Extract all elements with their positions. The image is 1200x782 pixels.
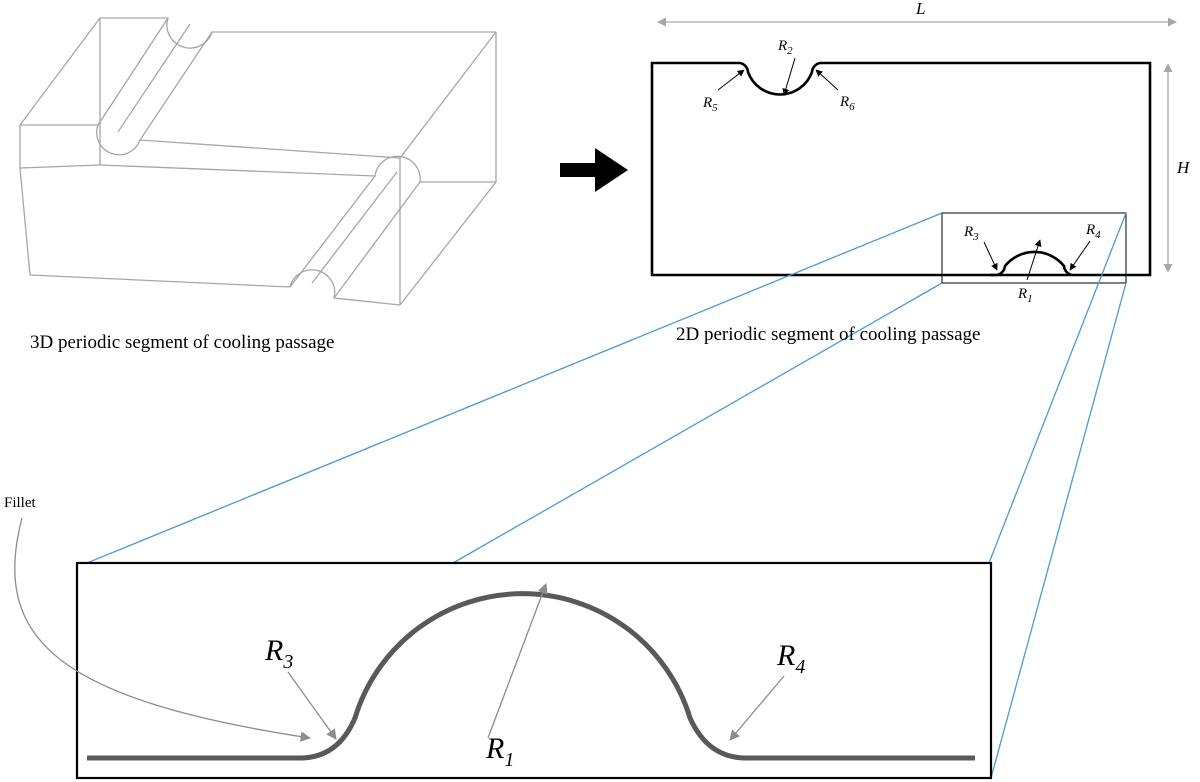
radius-r3-large: R3 bbox=[264, 634, 337, 740]
caption-3d-segment: 3D periodic segment of cooling passage bbox=[30, 332, 334, 353]
radius-r2-arrow bbox=[782, 57, 796, 96]
radius-r3-arrow bbox=[983, 241, 998, 271]
zoomed-rib-profile bbox=[87, 591, 975, 761]
wireframe-top-front-edge bbox=[20, 124, 401, 159]
radius-r2-label: R2 bbox=[777, 38, 793, 57]
wireframe-bottom-back-left bbox=[19, 70, 101, 169]
caption-2d-segment: 2D periodic segment of cooling passage bbox=[676, 324, 980, 345]
wireframe-bottom-front-edge bbox=[29, 269, 401, 306]
radius-r1-arrow bbox=[1026, 239, 1042, 281]
zoom-line-bottom-right bbox=[990, 282, 1127, 779]
zoom-line-top-left bbox=[86, 212, 943, 564]
radius-r3-label: R3 bbox=[963, 224, 979, 243]
fillet-pointer-arrow bbox=[14, 517, 312, 742]
radius-r1-large-arrow bbox=[487, 583, 548, 739]
radius-r4-large: R4 bbox=[729, 639, 805, 741]
radius-r5-small: R5 bbox=[702, 69, 745, 114]
segment-2d-rib bbox=[990, 250, 1073, 277]
radius-r1-large-label: R1 bbox=[485, 732, 514, 771]
wireframe-top-groove-edge-a bbox=[97, 17, 169, 126]
radius-r2-small: R2 bbox=[777, 38, 796, 96]
wireframe-top-back-edge bbox=[100, 17, 496, 49]
radius-r1-label: R1 bbox=[1017, 286, 1033, 305]
dimension-height: H bbox=[1163, 63, 1191, 273]
dimension-height-label: H bbox=[1176, 158, 1191, 177]
wireframe-bottom-right-edge bbox=[399, 181, 497, 306]
wireframe-bottom-groove-edge-a bbox=[289, 175, 376, 288]
wireframe-top-left-edge bbox=[19, 17, 101, 126]
radius-r1-small: R1 bbox=[1017, 239, 1042, 305]
radius-r6-small: R6 bbox=[815, 69, 855, 113]
wireframe-bottom-back-edge bbox=[99, 155, 496, 183]
radius-r3-large-arrow bbox=[287, 671, 337, 740]
dimension-length-label: L bbox=[915, 0, 925, 18]
wireframe-bottom-groove-edge-b bbox=[333, 181, 421, 299]
right-arrow-icon bbox=[560, 148, 628, 192]
radius-r3-small: R3 bbox=[963, 224, 998, 271]
radius-r4-large-label: R4 bbox=[776, 639, 805, 678]
radius-r4-label: R4 bbox=[1085, 222, 1101, 241]
wireframe-3d-segment bbox=[19, 17, 497, 306]
zoom-line-bottom-left bbox=[452, 282, 943, 564]
wireframe-top-groove-edge-b bbox=[139, 31, 213, 141]
zoom-line-top-right bbox=[988, 212, 1127, 564]
radius-r5-label: R5 bbox=[702, 95, 718, 114]
wireframe-bottom-groove-top bbox=[311, 171, 398, 284]
radius-r3-large-label: R3 bbox=[264, 634, 293, 673]
radius-r4-arrow bbox=[1069, 240, 1091, 271]
segment-2d bbox=[650, 61, 1152, 284]
wireframe-top-groove-bottom bbox=[117, 23, 191, 133]
radius-r6-arrow bbox=[815, 69, 839, 91]
radius-r5-arrow bbox=[717, 69, 745, 91]
wireframe-vertical-front-left-lower bbox=[19, 167, 31, 276]
radius-r1-large: R1 bbox=[485, 583, 548, 771]
wireframe-top-right-edge bbox=[399, 31, 497, 159]
zoom-box bbox=[941, 212, 1127, 284]
fillet-label: Fillet bbox=[4, 495, 37, 511]
dimension-length: L bbox=[657, 0, 1177, 27]
radius-r4-large-arrow bbox=[729, 675, 785, 741]
segment-2d-outline bbox=[650, 61, 1152, 277]
zoom-lines bbox=[86, 212, 1127, 779]
radius-r4-small: R4 bbox=[1069, 222, 1101, 271]
radius-r6-label: R6 bbox=[839, 94, 855, 113]
fillet-callout: Fillet bbox=[4, 495, 312, 742]
